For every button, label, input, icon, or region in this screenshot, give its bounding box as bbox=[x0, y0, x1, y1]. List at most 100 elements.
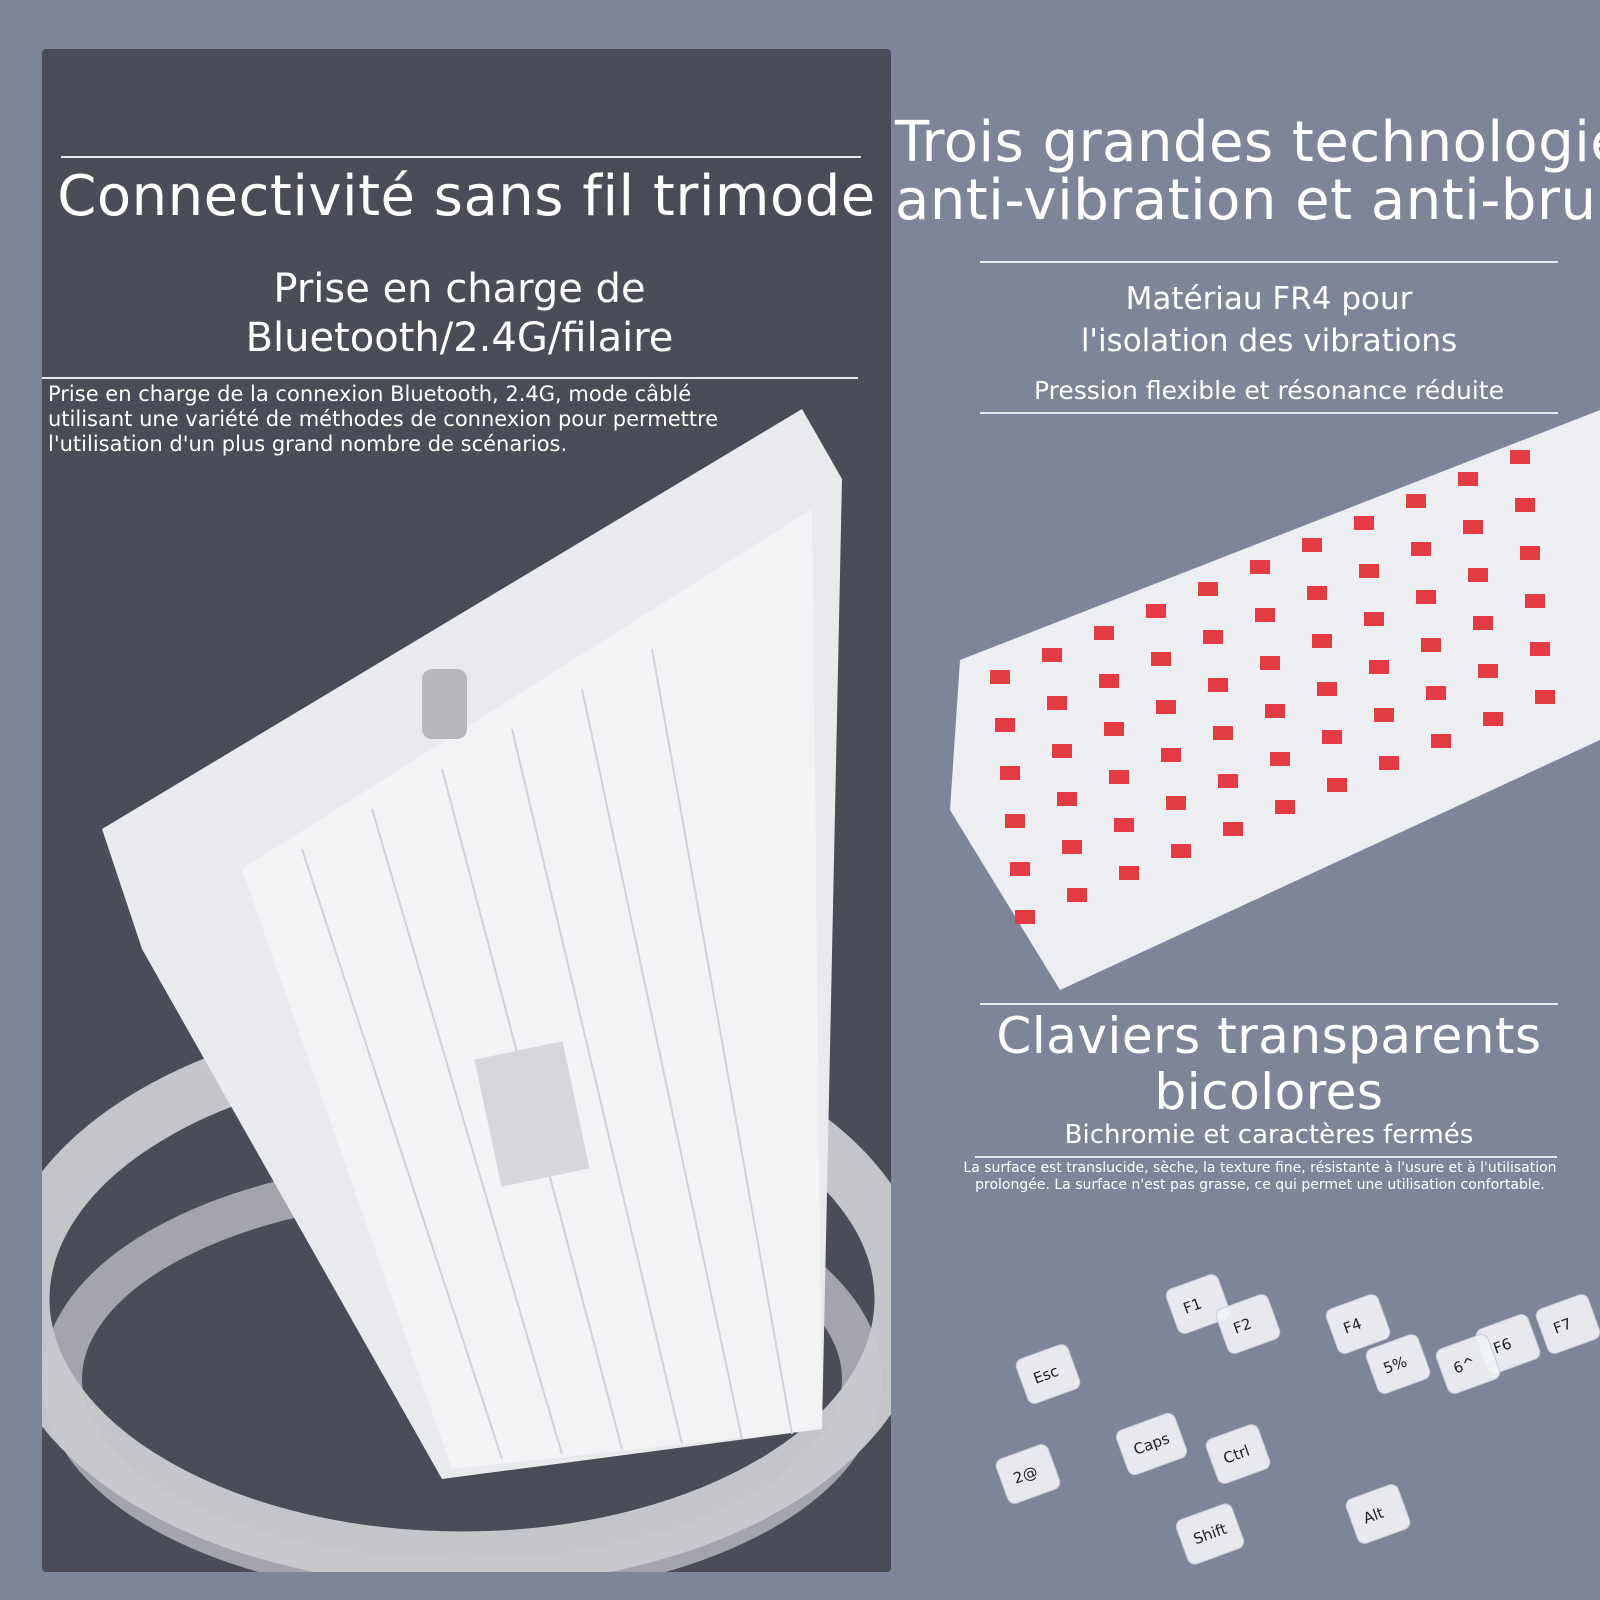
red-switch bbox=[1359, 564, 1379, 578]
red-switch bbox=[1374, 708, 1394, 722]
red-switch bbox=[1119, 866, 1139, 880]
keycap: 2@ bbox=[993, 1441, 1063, 1507]
red-switch bbox=[1042, 648, 1062, 662]
red-switch bbox=[1317, 682, 1337, 696]
red-switch bbox=[1094, 626, 1114, 640]
connectivity-panel: Connectivité sans fil trimode Prise en c… bbox=[42, 49, 891, 1572]
description-line: prolongée. La surface n'est pas grasse, … bbox=[975, 1177, 1545, 1193]
keycap: Esc bbox=[1013, 1341, 1083, 1407]
red-switch bbox=[1052, 744, 1072, 758]
red-switch bbox=[995, 718, 1015, 732]
red-switch bbox=[1520, 546, 1540, 560]
red-switch bbox=[1198, 582, 1218, 596]
red-switch bbox=[1421, 638, 1441, 652]
red-switch bbox=[1406, 494, 1426, 508]
red-switch bbox=[1364, 612, 1384, 626]
red-switch bbox=[1431, 734, 1451, 748]
switch-plate-image bbox=[950, 410, 1600, 990]
divider bbox=[980, 261, 1558, 263]
keycaps-title-1: Claviers transparents bbox=[996, 1007, 1542, 1065]
red-switch bbox=[1166, 796, 1186, 810]
keycaps-title-2: bicolores bbox=[1154, 1063, 1384, 1121]
red-switch bbox=[1478, 664, 1498, 678]
description-line: La surface est translucide, sèche, la te… bbox=[963, 1160, 1557, 1176]
red-switch bbox=[1426, 686, 1446, 700]
red-switch bbox=[1005, 814, 1025, 828]
red-switch bbox=[1515, 498, 1535, 512]
red-switch bbox=[1411, 542, 1431, 556]
red-switch bbox=[1057, 792, 1077, 806]
red-switch bbox=[1525, 594, 1545, 608]
red-switch bbox=[1223, 822, 1243, 836]
connectivity-title: Connectivité sans fil trimode bbox=[57, 164, 876, 229]
red-switch bbox=[1312, 634, 1332, 648]
red-switch bbox=[1104, 722, 1124, 736]
red-switch bbox=[1265, 704, 1285, 718]
red-switch bbox=[990, 670, 1010, 684]
keycap: Caps bbox=[1113, 1410, 1190, 1478]
red-switch bbox=[1510, 450, 1530, 464]
red-switch bbox=[1260, 656, 1280, 670]
red-switch bbox=[1379, 756, 1399, 770]
divider bbox=[61, 156, 861, 158]
red-switch bbox=[1067, 888, 1087, 902]
red-switch bbox=[1416, 590, 1436, 604]
red-switch bbox=[1047, 696, 1067, 710]
connectivity-subtitle-1: Prise en charge de bbox=[273, 266, 646, 312]
red-switch bbox=[1208, 678, 1228, 692]
red-switch bbox=[1255, 608, 1275, 622]
red-switch bbox=[1171, 844, 1191, 858]
keycaps-description: La surface est translucide, sèche, la te… bbox=[960, 1160, 1560, 1194]
description-line: l'utilisation d'un plus grand nombre de … bbox=[48, 432, 568, 456]
red-switch bbox=[1156, 700, 1176, 714]
red-switch bbox=[1270, 752, 1290, 766]
red-switch bbox=[1062, 840, 1082, 854]
red-switch bbox=[1114, 818, 1134, 832]
red-switch bbox=[1327, 778, 1347, 792]
description-line: Prise en charge de la connexion Bluetoot… bbox=[48, 382, 692, 406]
red-switch bbox=[1275, 800, 1295, 814]
red-switch bbox=[1015, 910, 1035, 924]
red-switch bbox=[1099, 674, 1119, 688]
keyboard-product-image bbox=[42, 409, 891, 1572]
red-switch bbox=[1146, 604, 1166, 618]
connectivity-subtitle-2: Bluetooth/2.4G/filaire bbox=[245, 315, 674, 361]
red-switch bbox=[1458, 472, 1478, 486]
red-switch bbox=[1213, 726, 1233, 740]
red-switch bbox=[1483, 712, 1503, 726]
red-switch bbox=[1535, 690, 1555, 704]
red-switch bbox=[1354, 516, 1374, 530]
description-line: utilisant une variété de méthodes de con… bbox=[48, 407, 719, 431]
red-switch bbox=[1218, 774, 1238, 788]
red-switch bbox=[1369, 660, 1389, 674]
red-switch bbox=[1151, 652, 1171, 666]
divider bbox=[980, 1003, 1558, 1005]
keycap: Shift bbox=[1173, 1501, 1247, 1567]
usb-c-port bbox=[422, 669, 467, 739]
red-switch bbox=[1010, 862, 1030, 876]
anti-vibration-title-1: Trois grandes technologies bbox=[895, 110, 1600, 175]
red-switch bbox=[1322, 730, 1342, 744]
divider bbox=[980, 412, 1558, 414]
divider bbox=[975, 1156, 1557, 1158]
fr4-subtitle-2: l'isolation des vibrations bbox=[1080, 323, 1458, 359]
red-switch bbox=[1530, 642, 1550, 656]
red-switch bbox=[1473, 616, 1493, 630]
red-switch bbox=[1000, 766, 1020, 780]
keycap: F7 bbox=[1533, 1291, 1600, 1357]
keycap: Ctrl bbox=[1203, 1421, 1273, 1487]
fr4-caption: Pression flexible et résonance réduite bbox=[1034, 376, 1504, 405]
fr4-subtitle-1: Matériau FR4 pour bbox=[1125, 281, 1413, 317]
red-switch bbox=[1161, 748, 1181, 762]
keycaps-subtitle: Bichromie et caractères fermés bbox=[1064, 1120, 1474, 1150]
connectivity-description: Prise en charge de la connexion Bluetoot… bbox=[48, 382, 718, 457]
red-switch bbox=[1463, 520, 1483, 534]
red-switch bbox=[1302, 538, 1322, 552]
anti-vibration-title-2: anti-vibration et anti-bruit bbox=[895, 168, 1600, 233]
red-switch bbox=[1307, 586, 1327, 600]
red-switch bbox=[1468, 568, 1488, 582]
keycap: Alt bbox=[1343, 1481, 1413, 1547]
red-switch bbox=[1203, 630, 1223, 644]
red-switch bbox=[1109, 770, 1129, 784]
